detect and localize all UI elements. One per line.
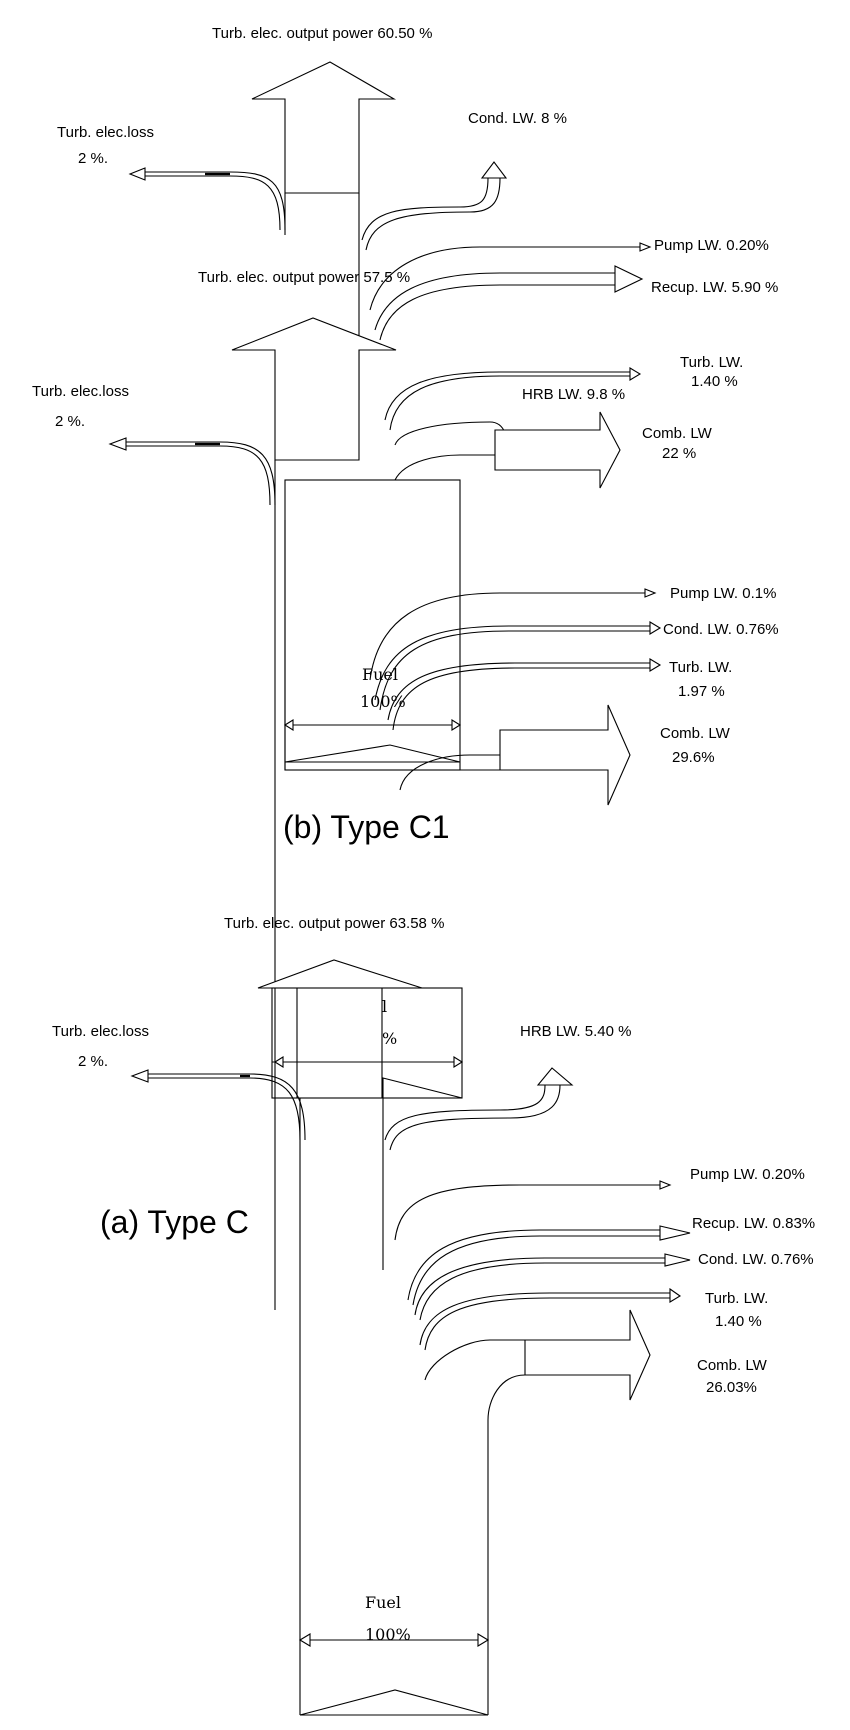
hrb-lw-flow-c	[384, 1084, 546, 1141]
mid-elec-loss-value: 2 %.	[55, 413, 85, 430]
c1-pump-lw-label: Pump LW. 0.20%	[654, 237, 769, 254]
c1-comb-lw-value: 22 %	[662, 445, 696, 462]
c-turb-lw-value: 1.40 %	[715, 1313, 762, 1330]
sankey-middle	[108, 317, 662, 1310]
c1-elec-loss-label: Turb. elec.loss	[57, 124, 154, 141]
recup-lw-flow	[374, 272, 615, 331]
mid-turb-lw-value: 1.97 %	[678, 683, 725, 700]
c1-caption: (b) Type C1	[283, 809, 450, 845]
cond-lw-flow-mid	[374, 625, 650, 701]
mid-elec-loss-label: Turb. elec.loss	[32, 383, 129, 400]
c1-turb-lw-label: Turb. LW.	[680, 354, 743, 371]
c-output-power-label: Turb. elec. output power 63.58 %	[224, 915, 444, 932]
output-power-arrow	[251, 61, 397, 194]
comb-lw-arrowhead-c	[524, 1309, 651, 1401]
sankey-type-c1	[128, 61, 652, 771]
comb-lw-flow	[394, 454, 495, 481]
mid-comb-lw-label: Comb. LW	[660, 725, 731, 742]
c-pump-lw-label: Pump LW. 0.20%	[690, 1166, 805, 1183]
recup-lw-arrowhead	[614, 265, 644, 293]
c-fuel-label: Fuel	[365, 1593, 401, 1612]
turb-lw-flow	[384, 371, 630, 421]
c-comb-lw-label: Comb. LW	[697, 1357, 768, 1374]
mid-pump-lw-label: Pump LW. 0.1%	[670, 585, 776, 602]
mid-cond-lw-label: Cond. LW. 0.76%	[663, 621, 779, 638]
elec-loss-flow-c	[148, 1073, 306, 1141]
comb-lw-flow-c	[424, 1339, 525, 1381]
output-power-arrow-c	[257, 959, 423, 1099]
c1-cond-lw-label: Cond. LW. 8 %	[468, 110, 567, 127]
elec-loss-flow-mid	[126, 441, 276, 506]
comb-lw-flow-mid	[399, 754, 500, 791]
turb-lw-flow-mid	[387, 662, 650, 721]
c-cond-lw-label: Cond. LW. 0.76%	[698, 1251, 814, 1268]
sankey-type-c	[130, 959, 691, 1716]
cond-lw-flow	[361, 177, 489, 241]
c-elec-loss-value: 2 %.	[78, 1053, 108, 1070]
turb-lw-flow-c	[419, 1292, 670, 1346]
c-caption: (a) Type C	[100, 1204, 249, 1240]
c-recup-lw-label: Recup. LW. 0.83%	[692, 1215, 815, 1232]
c-hrb-lw-label: HRB LW. 5.40 %	[520, 1023, 631, 1040]
mid-fuel-value: 100%	[360, 692, 406, 711]
mid-output-power-label: Turb. elec. output power 57.5 %	[198, 269, 410, 286]
hrb-lw-arrowhead-c	[536, 1067, 574, 1086]
c1-turb-lw-value: 1.40 %	[691, 373, 738, 390]
mid-fuel-label: Fuel	[362, 665, 398, 684]
c1-hrb-lw-label: HRB LW. 9.8 %	[522, 386, 625, 403]
elec-loss-arrowhead	[128, 167, 146, 181]
c-turb-lw-label: Turb. LW.	[705, 1290, 768, 1307]
comb-lw-arrowhead-mid	[499, 704, 631, 806]
c-overlap-fragment-2: %	[382, 1029, 397, 1048]
elec-loss-flow	[145, 171, 286, 231]
pump-lw-flow-mid	[369, 592, 645, 681]
comb-lw-arrowhead	[494, 411, 621, 489]
c1-output-power-label: Turb. elec. output power 60.50 %	[212, 25, 432, 42]
c1-comb-lw-label: Comb. LW	[642, 425, 713, 442]
pump-lw-flow-c	[394, 1184, 660, 1241]
c-comb-lw-value: 26.03%	[706, 1379, 757, 1396]
pump-lw-flow	[369, 246, 640, 311]
output-power-arrow-mid	[231, 317, 397, 461]
c-fuel-value: 100%	[365, 1625, 411, 1644]
recup-lw-flow-c	[407, 1229, 660, 1301]
cond-lw-arrowhead	[480, 161, 508, 179]
c-overlap-fragment-1: l	[382, 997, 387, 1016]
c1-elec-loss-value: 2 %.	[78, 150, 108, 167]
c1-recup-lw-label: Recup. LW. 5.90 %	[651, 279, 778, 296]
mid-turb-lw-label: Turb. LW.	[669, 659, 732, 676]
mid-comb-lw-value: 29.6%	[672, 749, 715, 766]
cond-lw-flow-c	[414, 1257, 665, 1316]
c-elec-loss-label: Turb. elec.loss	[52, 1023, 149, 1040]
hrb-lw-flow	[394, 421, 508, 456]
